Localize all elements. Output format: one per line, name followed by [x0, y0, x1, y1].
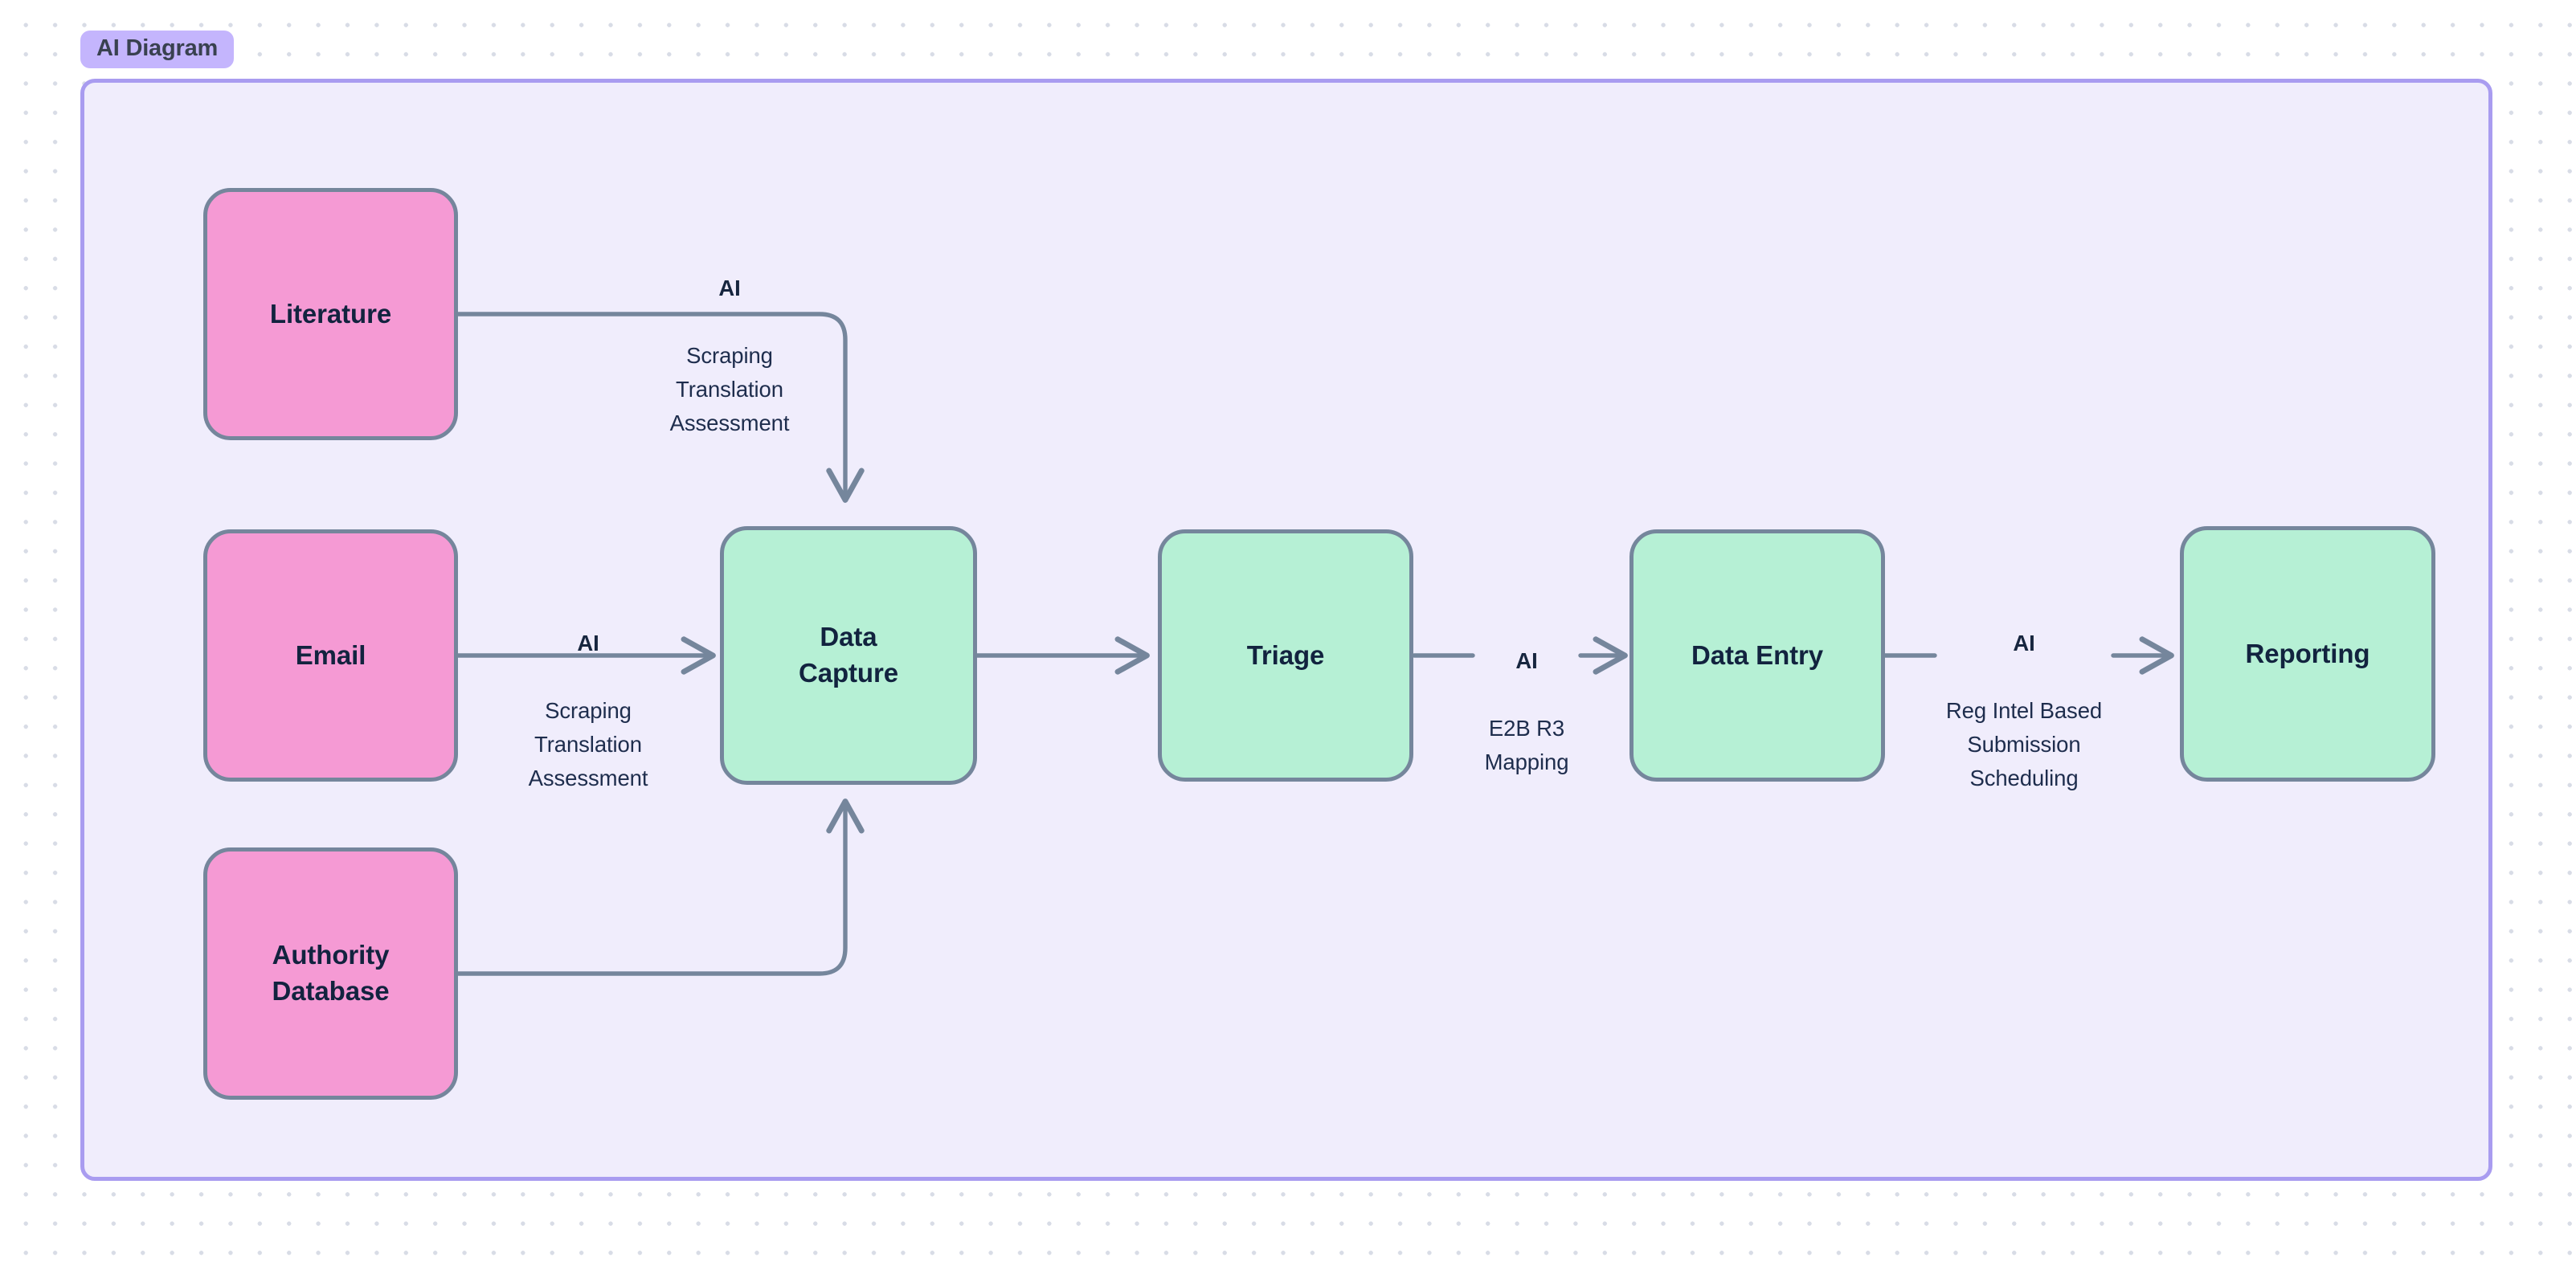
edge-label-email-to-data-capture: AI Scraping Translation Assessment: [496, 593, 681, 829]
node-email[interactable]: Email: [203, 529, 458, 782]
node-authority-database-label: Authority Database: [272, 940, 390, 1006]
edge-label-head: AI: [2013, 630, 2035, 655]
edge-label-literature-to-data-capture: AI Scraping Translation Assessment: [637, 238, 822, 474]
node-data-entry[interactable]: Data Entry: [1629, 529, 1885, 782]
node-triage-label: Triage: [1246, 639, 1325, 670]
edge-label-head: AI: [1515, 647, 1538, 673]
edge-label-body: Scraping Translation Assessment: [528, 698, 648, 790]
edge-label-body: E2B R3 Mapping: [1484, 716, 1569, 775]
node-authority-database[interactable]: Authority Database: [203, 847, 458, 1100]
node-literature[interactable]: Literature: [203, 188, 458, 440]
node-reporting[interactable]: Reporting: [2180, 526, 2435, 782]
node-reporting-label: Reporting: [2245, 638, 2370, 668]
edge-label-triage-to-data-entry: AI E2B R3 Mapping: [1442, 611, 1611, 813]
node-data-capture[interactable]: Data Capture: [720, 526, 977, 785]
node-data-capture-label: Data Capture: [799, 622, 898, 688]
node-email-label: Email: [295, 639, 366, 670]
edge-label-data-entry-to-reporting: AI Reg Intel Based Submission Scheduling: [1918, 593, 2130, 829]
edge-label-head: AI: [577, 630, 599, 655]
edge-label-body: Scraping Translation Assessment: [669, 343, 790, 435]
edge-label-body: Reg Intel Based Submission Scheduling: [1945, 698, 2103, 790]
node-data-entry-label: Data Entry: [1691, 639, 1824, 670]
node-literature-label: Literature: [269, 298, 392, 329]
edge-label-head: AI: [718, 275, 741, 300]
node-triage[interactable]: Triage: [1158, 529, 1413, 782]
group-badge-label[interactable]: AI Diagram: [80, 31, 235, 68]
